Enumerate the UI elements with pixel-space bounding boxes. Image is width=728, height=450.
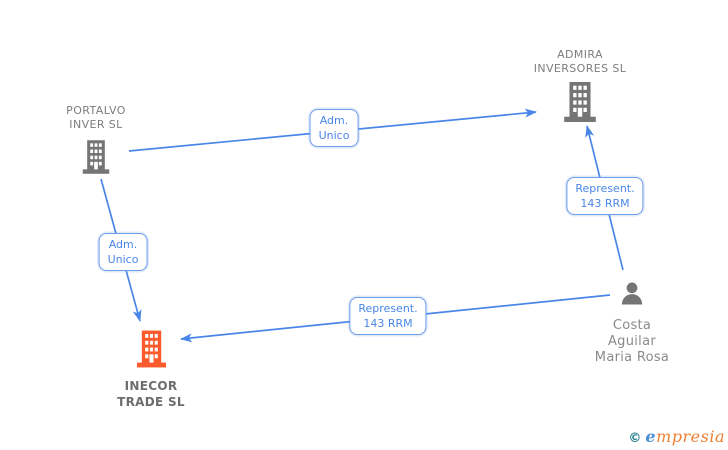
edge-label-line: Unico bbox=[107, 253, 139, 266]
entity-label: Maria Rosa bbox=[594, 350, 670, 365]
edge-label-line: Represent. bbox=[358, 302, 418, 315]
entity-costa-aguilar-maria-rosa[interactable]: Costa Aguilar Maria Rosa bbox=[572, 280, 692, 366]
building-icon bbox=[135, 330, 168, 372]
edge-label-adm-unico-portalvo-admira: Adm. Unico bbox=[309, 109, 359, 147]
edge-label-represent-costa-inecor: Represent. 143 RRM bbox=[349, 297, 427, 335]
logo-wordmark: empresia bbox=[645, 427, 725, 446]
person-icon bbox=[617, 280, 647, 314]
entity-label: Aguilar bbox=[607, 334, 657, 349]
edge-label-line: Adm. bbox=[108, 238, 138, 251]
edge-label-line: 143 RRM bbox=[363, 317, 413, 330]
entity-label: INVERSORES SL bbox=[533, 62, 627, 75]
building-icon bbox=[81, 140, 111, 178]
copyright-icon: © bbox=[628, 431, 642, 446]
edge-label-line: 143 RRM bbox=[580, 197, 630, 210]
edge-label-represent-costa-admira: Represent. 143 RRM bbox=[566, 177, 644, 215]
entity-inecor-trade-sl[interactable]: INECOR TRADE SL bbox=[91, 330, 211, 410]
logo-letter-e: e bbox=[645, 427, 657, 446]
entity-label: INVER SL bbox=[69, 118, 123, 131]
logo-letters-rest: mpresia bbox=[656, 427, 725, 446]
entity-admira-inversores-sl[interactable]: ADMIRA INVERSORES SL bbox=[505, 48, 655, 126]
entity-label: TRADE SL bbox=[117, 395, 185, 409]
edge-label-adm-unico-portalvo-inecor: Adm. Unico bbox=[98, 233, 148, 271]
entity-label: PORTALVO bbox=[66, 104, 126, 117]
building-icon bbox=[562, 82, 598, 126]
empresia-logo[interactable]: © empresia bbox=[628, 427, 725, 446]
edge-label-line: Unico bbox=[318, 129, 350, 142]
entity-portalvo-inver-sl[interactable]: PORTALVO INVER SL bbox=[36, 104, 156, 178]
edge-label-line: Represent. bbox=[575, 182, 635, 195]
edge-label-line: Adm. bbox=[319, 114, 349, 127]
entity-label: ADMIRA bbox=[557, 48, 603, 61]
entity-label: Costa bbox=[612, 318, 652, 333]
entity-label: INECOR bbox=[124, 379, 178, 393]
